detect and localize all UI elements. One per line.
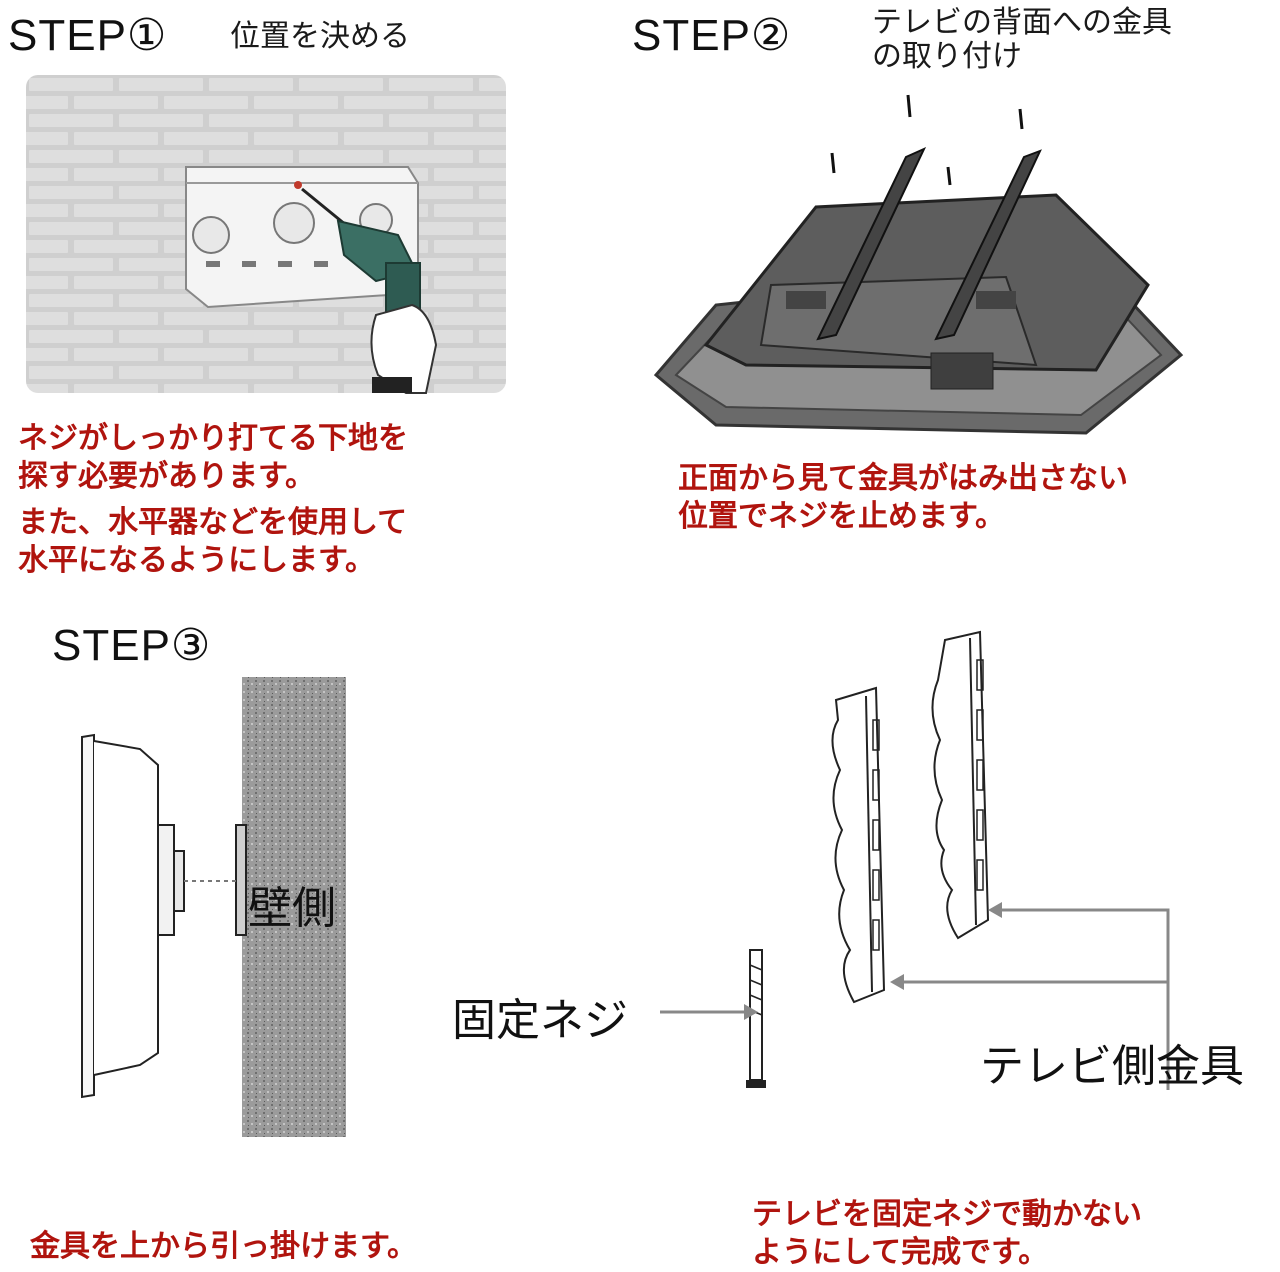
step2-heading-line-2: の取り付け — [872, 39, 1022, 74]
step3-note-left: 金具を上から引っ掛けます。 — [30, 1229, 417, 1264]
step2-heading: テレビの背面への金具 の取り付け — [872, 6, 1172, 74]
drill-wall-icon — [26, 75, 506, 394]
step2-note-line-1: 正面から見て金具がはみ出さない — [678, 461, 1128, 496]
fix-screw-label: 固定ネジ — [452, 995, 628, 1046]
step1-note-line-1: ネジがしっかり打てる下地を — [18, 421, 408, 456]
step1-label: STEP① — [8, 11, 168, 60]
wall-side-label: 壁側 — [248, 883, 336, 934]
step3-note-right-line-1: テレビを固定ネジで動かない — [752, 1197, 1142, 1232]
bracket-pair-icon — [660, 630, 1170, 1090]
step2-label: STEP② — [632, 11, 792, 60]
tv-back-bracket-icon — [653, 94, 1184, 435]
tv-bracket-label: テレビ側金具 — [980, 1041, 1244, 1092]
step2-heading-line-1: テレビの背面への金具 — [872, 5, 1172, 40]
step1-note-line-3: また、水平器などを使用して — [18, 505, 408, 540]
step3-label: STEP③ — [52, 621, 212, 670]
step3-note-right: テレビを固定ネジで動かない ようにして完成です。 — [752, 1196, 1142, 1272]
step2-note-line-2: 位置でネジを止めます。 — [678, 499, 1005, 534]
step1-note-line-4: 水平になるようにします。 — [18, 543, 375, 578]
step1-heading: 位置を決める — [230, 19, 410, 54]
tv-wall-side-icon — [81, 677, 346, 1137]
step3-note-right-line-2: ようにして完成です。 — [752, 1235, 1049, 1270]
step1-note: ネジがしっかり打てる下地を 探す必要があります。 また、水平器などを使用して 水… — [18, 420, 408, 580]
step2-note: 正面から見て金具がはみ出さない 位置でネジを止めます。 — [678, 460, 1128, 536]
step1-note-line-2: 探す必要があります。 — [18, 459, 315, 494]
